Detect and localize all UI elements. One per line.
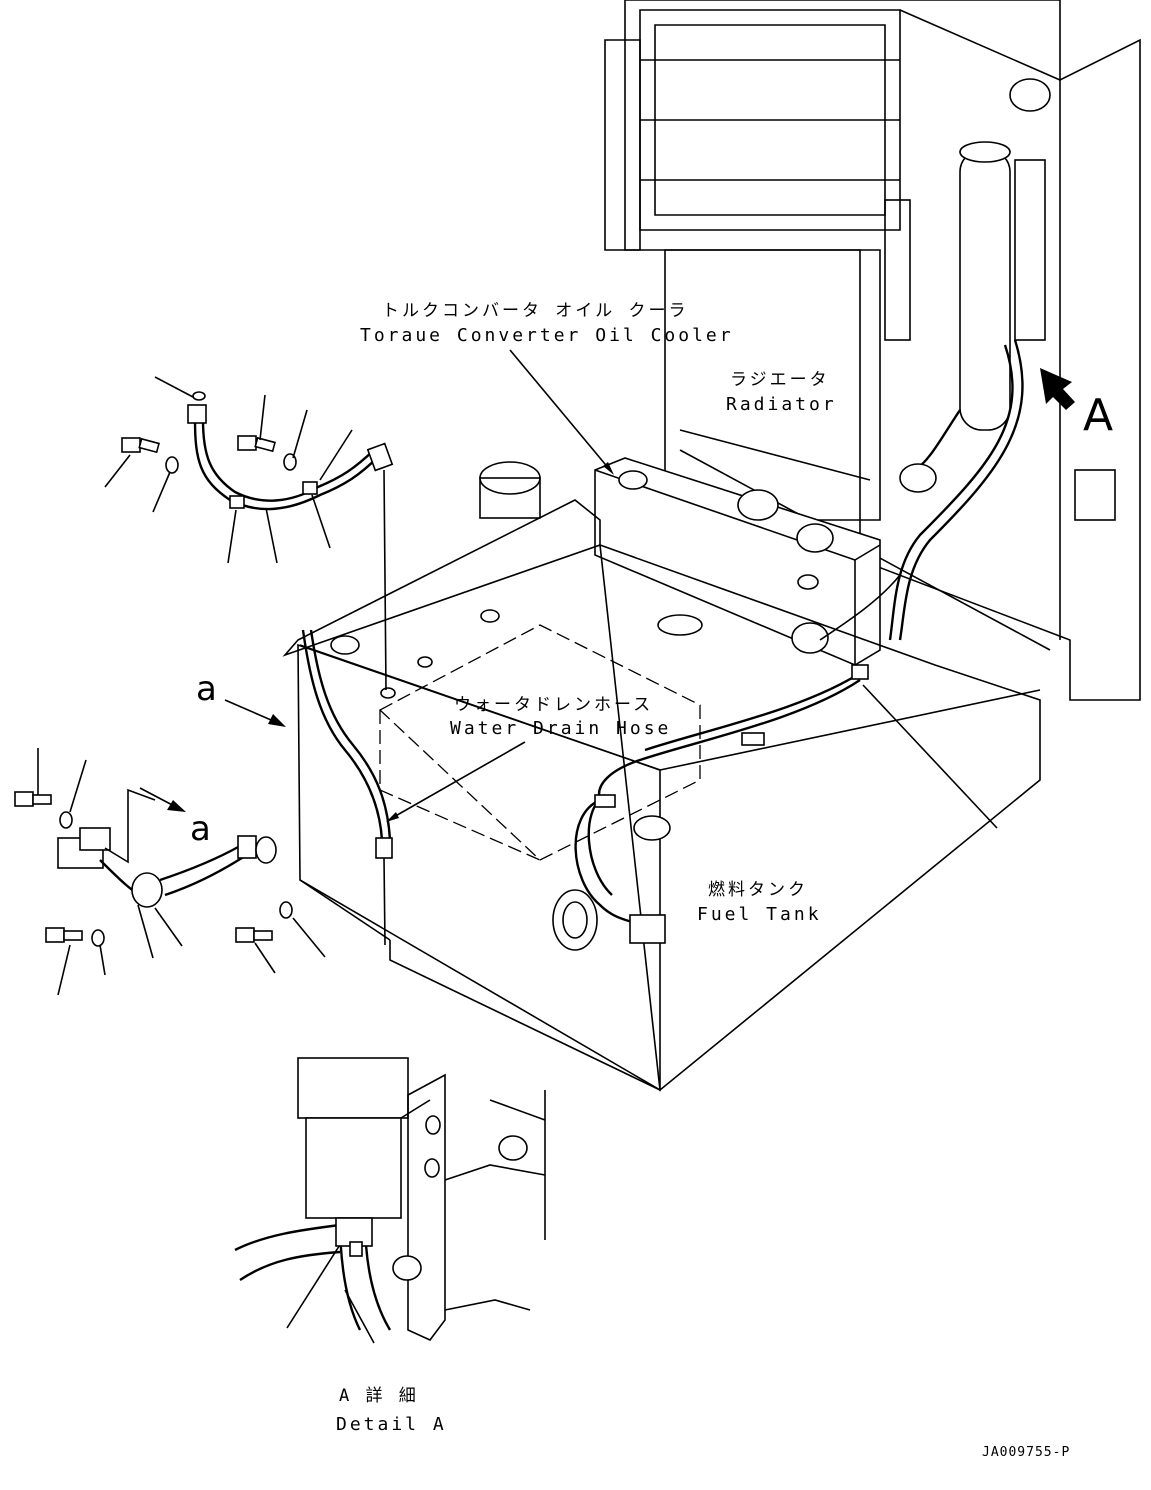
drawing-code: JA009755-P bbox=[982, 1445, 1070, 1460]
detail-a-title-jp: A 詳 細 bbox=[339, 1386, 419, 1406]
view-a-lower-1: a bbox=[196, 669, 217, 709]
fuel-tank-label-jp: 燃料タンク bbox=[708, 880, 808, 900]
radiator-assembly bbox=[604, 0, 1141, 701]
exploded-valve-kit bbox=[14, 748, 326, 996]
torque-cooler-label-jp: トルクコンバータ オイル クーラ bbox=[382, 301, 688, 321]
radiator-label-jp: ラジエータ bbox=[730, 370, 830, 390]
exploded-hose-kit bbox=[104, 376, 394, 691]
view-a-arrow bbox=[1040, 368, 1075, 410]
view-arrows bbox=[139, 699, 286, 812]
fuel-tank-label-en: Fuel Tank bbox=[697, 904, 822, 925]
view-a-marker: A bbox=[1083, 390, 1113, 441]
fuel-tank bbox=[282, 461, 1041, 1092]
drain-hose-label-en: Water Drain Hose bbox=[450, 718, 671, 739]
torque-cooler-label-en: Toraue Converter Oil Cooler bbox=[360, 325, 734, 346]
water-drain-hose bbox=[301, 629, 393, 946]
detail-a-view bbox=[234, 1057, 546, 1341]
text-labels: トルクコンバータ オイル クーラ Toraue Converter Oil Co… bbox=[190, 301, 1113, 1460]
radiator-label-en: Radiator bbox=[726, 394, 837, 415]
oil-cooler bbox=[594, 457, 901, 666]
detail-a-title-en: Detail A bbox=[336, 1414, 447, 1435]
drain-hose-label-jp: ウォータドレンホース bbox=[454, 695, 653, 715]
view-a-lower-2: a bbox=[190, 809, 211, 849]
